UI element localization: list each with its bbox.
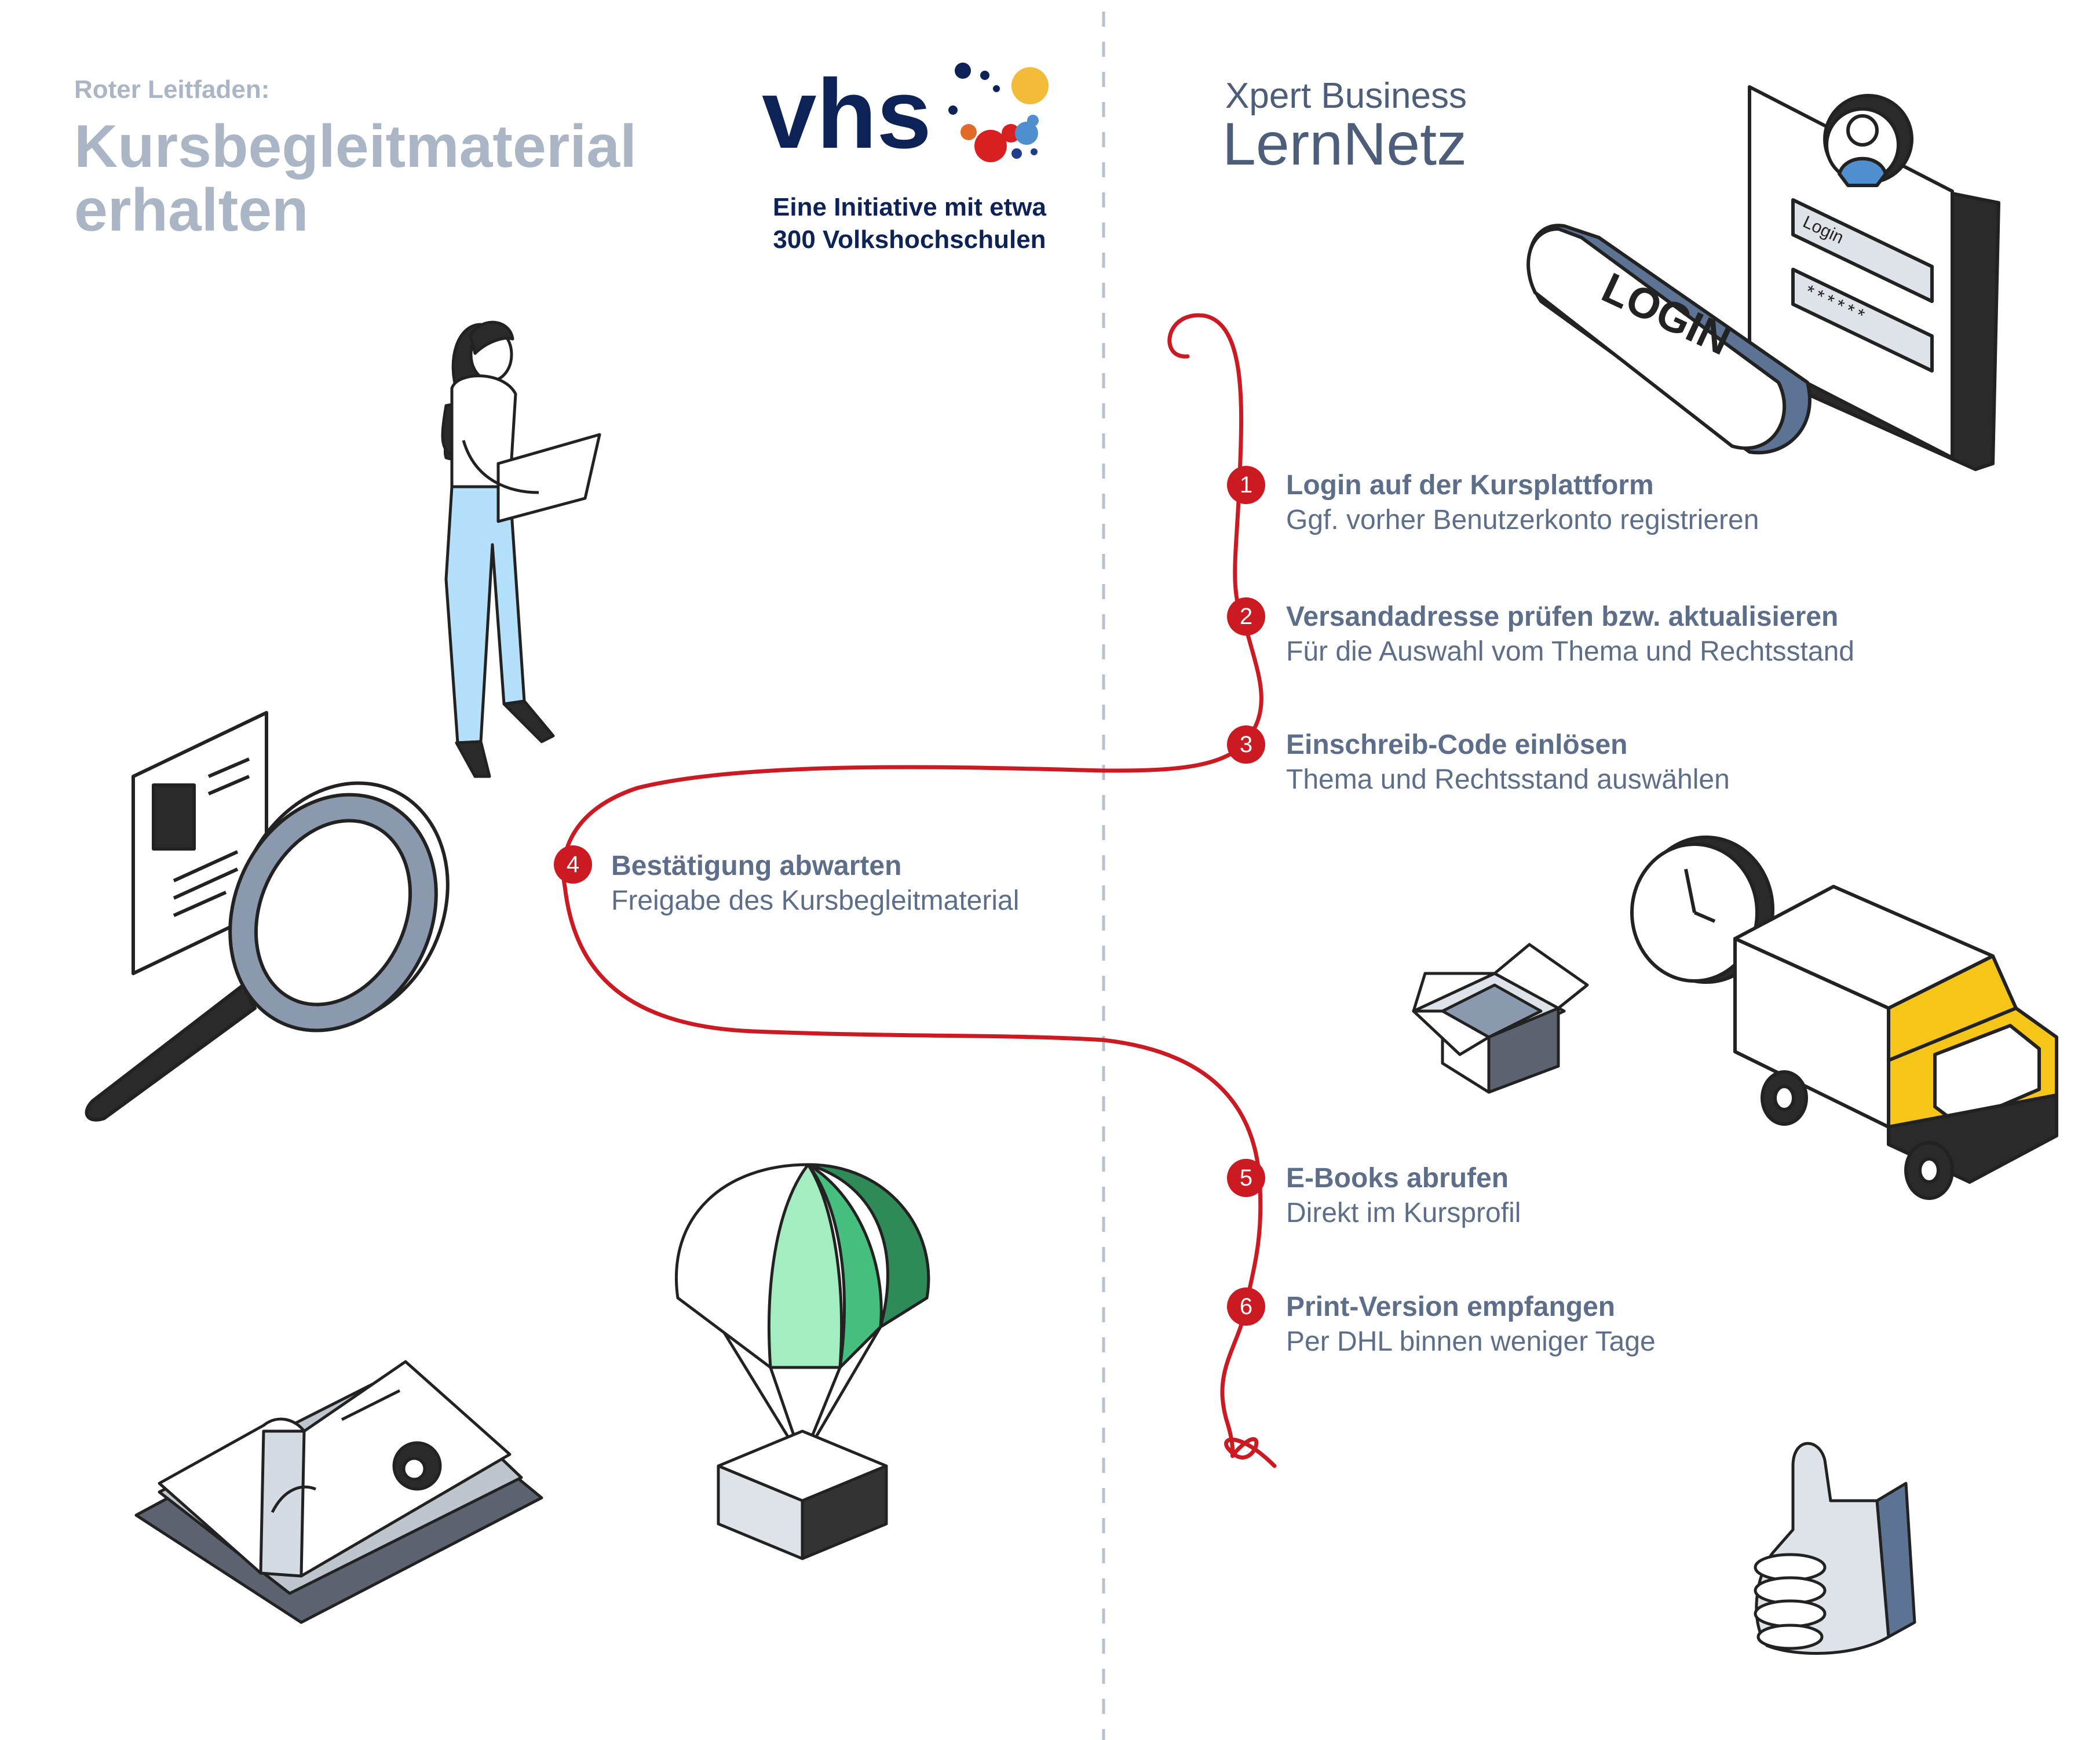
step-6-title: Print-Version empfangen bbox=[1286, 1292, 1616, 1322]
clock-truck-icon bbox=[1630, 836, 2058, 1200]
page-title-line2: erhalten bbox=[74, 177, 309, 244]
step-6: Print-Version empfangen Per DHL binnen w… bbox=[1286, 1290, 2097, 1359]
open-box-icon bbox=[1412, 943, 1589, 1094]
step-4-title: Bestätigung abwarten bbox=[611, 851, 902, 881]
step-1-title: Login auf der Kursplattform bbox=[1286, 470, 1654, 501]
thumbs-up-icon bbox=[1754, 1442, 1916, 1655]
step-2-subtitle: Für die Auswahl vom Thema und Rechtsstan… bbox=[1286, 636, 1854, 667]
open-book-icon bbox=[134, 1360, 543, 1624]
brand-line2: LernNetz bbox=[1222, 111, 1467, 178]
page-title: Kursbegleitmaterial erhalten bbox=[74, 115, 711, 242]
step-3-subtitle: Thema und Rechtsstand auswählen bbox=[1286, 764, 1730, 795]
step-6-subtitle: Per DHL binnen weniger Tage bbox=[1286, 1326, 1656, 1357]
vhs-logo-dots bbox=[948, 63, 1049, 162]
step-2-title: Versandadresse prüfen bzw. aktualisieren bbox=[1286, 601, 1839, 632]
guide-path bbox=[561, 313, 1277, 1468]
step-5-subtitle: Direkt im Kursprofil bbox=[1286, 1198, 1521, 1228]
step-1: Login auf der Kursplattform Ggf. vorher … bbox=[1286, 468, 2097, 538]
step-1-subtitle: Ggf. vorher Benutzerkonto registrieren bbox=[1286, 505, 1759, 535]
step-1-number: 1 bbox=[1227, 466, 1265, 504]
magnifier-document-icon bbox=[85, 711, 450, 1122]
vhs-logo-text: vhs bbox=[762, 59, 932, 169]
woman-with-tablet-icon bbox=[441, 320, 601, 778]
vhs-tagline-line1: Eine Initiative mit etwa bbox=[773, 193, 1046, 221]
guide-subtitle: Roter Leitfaden: bbox=[74, 75, 270, 104]
step-5-number: 5 bbox=[1227, 1159, 1265, 1197]
step-3-title: Einschreib-Code einlösen bbox=[1286, 729, 1628, 760]
login-card-icon bbox=[1526, 85, 2000, 471]
parachute-box-icon bbox=[674, 1163, 930, 1560]
step-2-number: 2 bbox=[1227, 597, 1265, 636]
step-4-subtitle: Freigabe des Kursbegleitmaterial bbox=[611, 885, 1020, 916]
brand-line1: Xpert Business bbox=[1225, 76, 1467, 116]
step-5: E-Books abrufen Direkt im Kursprofil bbox=[1286, 1161, 2097, 1231]
vhs-tagline: Eine Initiative mit etwa 300 Volkshochsc… bbox=[730, 191, 1089, 256]
step-6-number: 6 bbox=[1227, 1287, 1265, 1326]
page-title-line1: Kursbegleitmaterial bbox=[74, 113, 637, 180]
step-4-number: 4 bbox=[554, 845, 592, 884]
step-3-number: 3 bbox=[1227, 725, 1265, 764]
step-2: Versandadresse prüfen bzw. aktualisieren… bbox=[1286, 600, 2097, 669]
step-4: Bestätigung abwarten Freigabe des Kursbe… bbox=[611, 849, 1075, 918]
step-5-title: E-Books abrufen bbox=[1286, 1163, 1509, 1194]
vhs-tagline-line2: 300 Volkshochschulen bbox=[773, 225, 1046, 254]
step-3: Einschreib-Code einlösen Thema und Recht… bbox=[1286, 728, 2097, 797]
